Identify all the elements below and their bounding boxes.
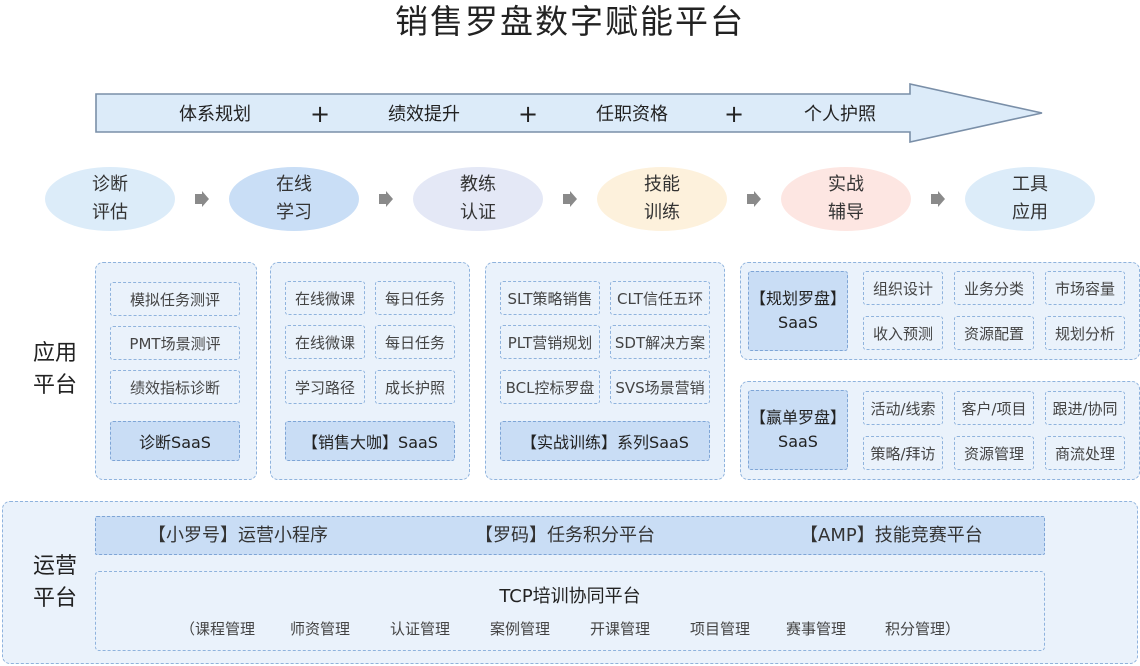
tcp-item-certification[interactable]: 认证管理 xyxy=(390,620,451,638)
cell-daily-task[interactable]: 每日任务 xyxy=(375,325,455,359)
cell-bcl[interactable]: BCL控标罗盘 xyxy=(500,370,600,404)
cell-pmt-assessment[interactable]: PMT场景测评 xyxy=(110,326,240,360)
saas-planning-compass[interactable]: 【规划罗盘】 SaaS xyxy=(748,271,848,351)
cell-resource-management[interactable]: 资源管理 xyxy=(954,436,1034,470)
cell-online-microcourse[interactable]: 在线微课 xyxy=(285,325,365,359)
ops-mini-program[interactable]: 【小罗号】运营小程序 xyxy=(148,525,328,546)
cell-growth-passport[interactable]: 成长护照 xyxy=(375,370,455,404)
saas-line: SaaS xyxy=(778,313,818,332)
saas-sales-expert[interactable]: 【销售大咖】SaaS xyxy=(285,421,455,461)
cell-market-capacity[interactable]: 市场容量 xyxy=(1045,271,1125,305)
cell-revenue-forecast[interactable]: 收入预测 xyxy=(863,316,943,350)
cell-customer-project[interactable]: 客户/项目 xyxy=(954,391,1034,425)
arrow-right-icon xyxy=(931,191,945,207)
ops-skill-competition[interactable]: 【AMP】技能竞赛平台 xyxy=(800,525,983,546)
cell-planning-analysis[interactable]: 规划分析 xyxy=(1045,316,1125,350)
label-line: 应用 xyxy=(32,341,77,366)
step-line: 应用 xyxy=(1012,202,1048,223)
arrow-item-passport: 个人护照 xyxy=(804,104,876,125)
step-line: 训练 xyxy=(644,202,680,223)
step-line: 教练 xyxy=(460,174,496,195)
label-line: 平台 xyxy=(32,373,77,398)
saas-line: 【规划罗盘】 xyxy=(749,289,846,308)
cell-resource-allocation[interactable]: 资源配置 xyxy=(954,316,1034,350)
arrow-right-icon xyxy=(563,191,577,207)
step-line: 学习 xyxy=(276,202,312,223)
arrow-right-icon xyxy=(379,191,393,207)
cell-svs[interactable]: SVS场景营销 xyxy=(610,370,710,404)
cell-business-category[interactable]: 业务分类 xyxy=(954,271,1034,305)
ops-platform-label: 运营 平台 xyxy=(20,551,90,615)
cell-plt[interactable]: PLT营销规划 xyxy=(500,325,600,359)
step-line: 技能 xyxy=(644,174,680,195)
arrow-item-performance: 绩效提升 xyxy=(388,104,460,125)
step-skill-training: 技能 训练 xyxy=(597,167,727,231)
saas-diagnosis[interactable]: 诊断SaaS xyxy=(110,421,240,461)
app-platform-label: 应用 平台 xyxy=(20,338,90,402)
ops-bar xyxy=(95,516,1045,555)
ops-task-points[interactable]: 【罗码】任务积分平台 xyxy=(475,525,655,546)
plus-icon: + xyxy=(723,100,745,128)
step-tool-application: 工具 应用 xyxy=(965,167,1095,231)
tcp-item-contest[interactable]: 赛事管理 xyxy=(786,620,847,638)
cell-online-microcourse[interactable]: 在线微课 xyxy=(285,281,365,315)
saas-winning-compass[interactable]: 【赢单罗盘】 SaaS xyxy=(748,390,848,470)
saas-field-training[interactable]: 【实战训练】系列SaaS xyxy=(500,421,710,461)
saas-line: SaaS xyxy=(778,432,818,451)
cell-clt[interactable]: CLT信任五环 xyxy=(610,281,710,315)
step-line: 辅导 xyxy=(828,202,864,223)
plus-icon: + xyxy=(309,100,331,128)
cell-commerce-processing[interactable]: 商流处理 xyxy=(1045,436,1125,470)
tcp-item-points[interactable]: 积分管理） xyxy=(885,620,961,638)
arrow-right-icon xyxy=(195,191,209,207)
step-field-coaching: 实战 辅导 xyxy=(781,167,911,231)
progress-arrow xyxy=(95,83,1043,143)
step-diagnosis: 诊断 评估 xyxy=(45,167,175,231)
cell-strategy-visit[interactable]: 策略/拜访 xyxy=(863,436,943,470)
tcp-item-class[interactable]: 开课管理 xyxy=(590,620,651,638)
saas-line: 【赢单罗盘】 xyxy=(749,408,846,427)
cell-followup-collab[interactable]: 跟进/协同 xyxy=(1045,391,1125,425)
cell-kpi-diagnosis[interactable]: 绩效指标诊断 xyxy=(110,370,240,404)
step-online-learning: 在线 学习 xyxy=(229,167,359,231)
step-coach-cert: 教练 认证 xyxy=(413,167,543,231)
arrow-item-qualification: 任职资格 xyxy=(596,104,668,125)
tcp-item-teacher[interactable]: 师资管理 xyxy=(290,620,351,638)
step-line: 实战 xyxy=(828,174,864,195)
label-line: 运营 xyxy=(32,554,77,579)
plus-icon: + xyxy=(517,100,539,128)
label-line: 平台 xyxy=(32,586,77,611)
step-line: 认证 xyxy=(460,202,496,223)
page-title: 销售罗盘数字赋能平台 xyxy=(395,2,745,41)
tcp-item-project[interactable]: 项目管理 xyxy=(690,620,751,638)
cell-org-design[interactable]: 组织设计 xyxy=(863,271,943,305)
cell-mock-task-assessment[interactable]: 模拟任务测评 xyxy=(110,282,240,316)
step-line: 评估 xyxy=(92,202,128,223)
tcp-item-course[interactable]: （课程管理 xyxy=(180,620,256,638)
tcp-title: TCP培训协同平台 xyxy=(499,586,641,607)
cell-activity-leads[interactable]: 活动/线索 xyxy=(863,391,943,425)
cell-daily-task[interactable]: 每日任务 xyxy=(375,281,455,315)
tcp-item-case[interactable]: 案例管理 xyxy=(490,620,551,638)
cell-slt[interactable]: SLT策略销售 xyxy=(500,281,600,315)
arrow-item-system-planning: 体系规划 xyxy=(179,104,251,125)
step-line: 诊断 xyxy=(92,174,128,195)
arrow-right-icon xyxy=(747,191,761,207)
cell-learning-path[interactable]: 学习路径 xyxy=(285,370,365,404)
step-line: 工具 xyxy=(1012,174,1048,195)
step-line: 在线 xyxy=(276,174,312,195)
tcp-platform xyxy=(95,571,1045,651)
cell-sdt[interactable]: SDT解决方案 xyxy=(610,325,710,359)
